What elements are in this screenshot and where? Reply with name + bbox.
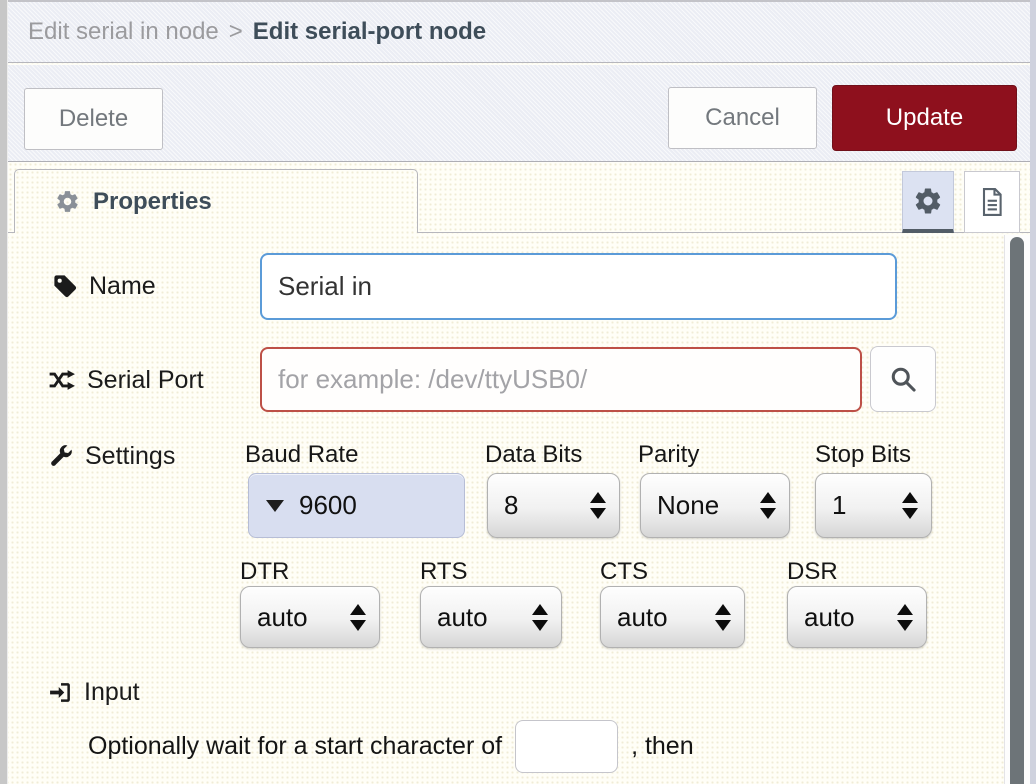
start-character-input[interactable] [515,719,619,773]
start-character-text-before: Optionally wait for a start character of [88,731,503,760]
tab-properties[interactable]: Properties [14,169,418,233]
input-section-label: Input [84,677,140,706]
caret-down-icon [266,499,284,512]
scrollbar-thumb[interactable] [1010,237,1024,784]
dialog-action-buttons: Cancel Update [668,85,1017,151]
dtr-select[interactable]: auto [240,586,380,648]
breadcrumb-parent: Edit serial in node [28,18,219,45]
wrench-icon [48,443,74,469]
input-section-label-row: Input [48,670,140,714]
cts-label: CTS [600,558,648,585]
name-input[interactable] [260,253,897,320]
dsr-label: DSR [787,558,838,585]
gear-icon [913,186,943,216]
dsr-select[interactable]: auto [787,586,927,648]
tag-icon [52,273,78,299]
baud-rate-value: 9600 [299,490,357,520]
vertical-scrollbar[interactable] [1004,235,1030,784]
data-bits-label: Data Bits [485,441,583,468]
data-bits-select[interactable]: 8 [487,473,620,538]
rts-value: auto [437,601,488,632]
cts-select[interactable]: auto [600,586,745,648]
rts-label: RTS [420,558,468,585]
parity-select[interactable]: None [640,473,790,538]
stepper-arrows-icon [902,492,918,519]
stepper-arrows-icon [532,603,548,631]
edit-properties-button[interactable] [902,171,954,233]
serial-port-input[interactable] [260,347,862,412]
cancel-button[interactable]: Cancel [668,87,817,149]
baud-rate-select[interactable]: 9600 [248,473,465,538]
baud-rate-label: Baud Rate [245,441,359,468]
gear-icon [55,189,80,214]
document-icon [977,186,1007,218]
stop-bits-label: Stop Bits [815,441,912,468]
serial-port-field-label: Serial Port [48,358,204,402]
breadcrumb-separator: > [228,18,243,45]
parity-label: Parity [638,441,700,468]
magnifier-icon [887,363,919,395]
name-field-label: Name [52,264,156,308]
dsr-value: auto [804,601,855,632]
start-character-row: Optionally wait for a start character of… [88,719,694,773]
stepper-arrows-icon [715,603,731,631]
settings-field-label: Settings [48,434,175,478]
left-window-edge [0,0,8,784]
cts-value: auto [617,601,668,632]
shuffle-icon [48,367,76,393]
name-label: Name [89,271,156,300]
right-window-edge [1030,0,1036,784]
serial-port-search-button[interactable] [870,346,936,412]
breadcrumb-current: Edit serial-port node [252,18,487,45]
dtr-value: auto [257,601,308,632]
dialog-header: Edit serial in node > Edit serial-port n… [8,0,1030,63]
rts-select[interactable]: auto [420,586,562,648]
sign-in-icon [48,680,73,705]
tab-bar-underline [8,232,1030,233]
tab-bar: Properties [8,162,1030,233]
dialog-button-bar: Delete Cancel Update [8,65,1030,162]
dtr-label: DTR [240,558,290,585]
settings-label: Settings [85,441,176,470]
stop-bits-value: 1 [832,490,847,520]
node-properties-form: Name Serial Port Settings Baud Rate Data… [8,233,1030,784]
stepper-arrows-icon [897,603,913,631]
parity-value: None [657,490,720,520]
serial-port-label: Serial Port [87,365,204,394]
stepper-arrows-icon [590,492,606,519]
data-bits-value: 8 [504,490,519,520]
update-button[interactable]: Update [832,85,1017,151]
edit-description-button[interactable] [964,171,1020,233]
start-character-text-after: , then [631,731,694,760]
stop-bits-select[interactable]: 1 [815,473,932,538]
delete-button[interactable]: Delete [24,88,163,150]
stepper-arrows-icon [760,492,776,519]
stepper-arrows-icon [350,603,366,631]
tab-action-buttons [902,171,1020,233]
tab-properties-label: Properties [93,187,212,215]
